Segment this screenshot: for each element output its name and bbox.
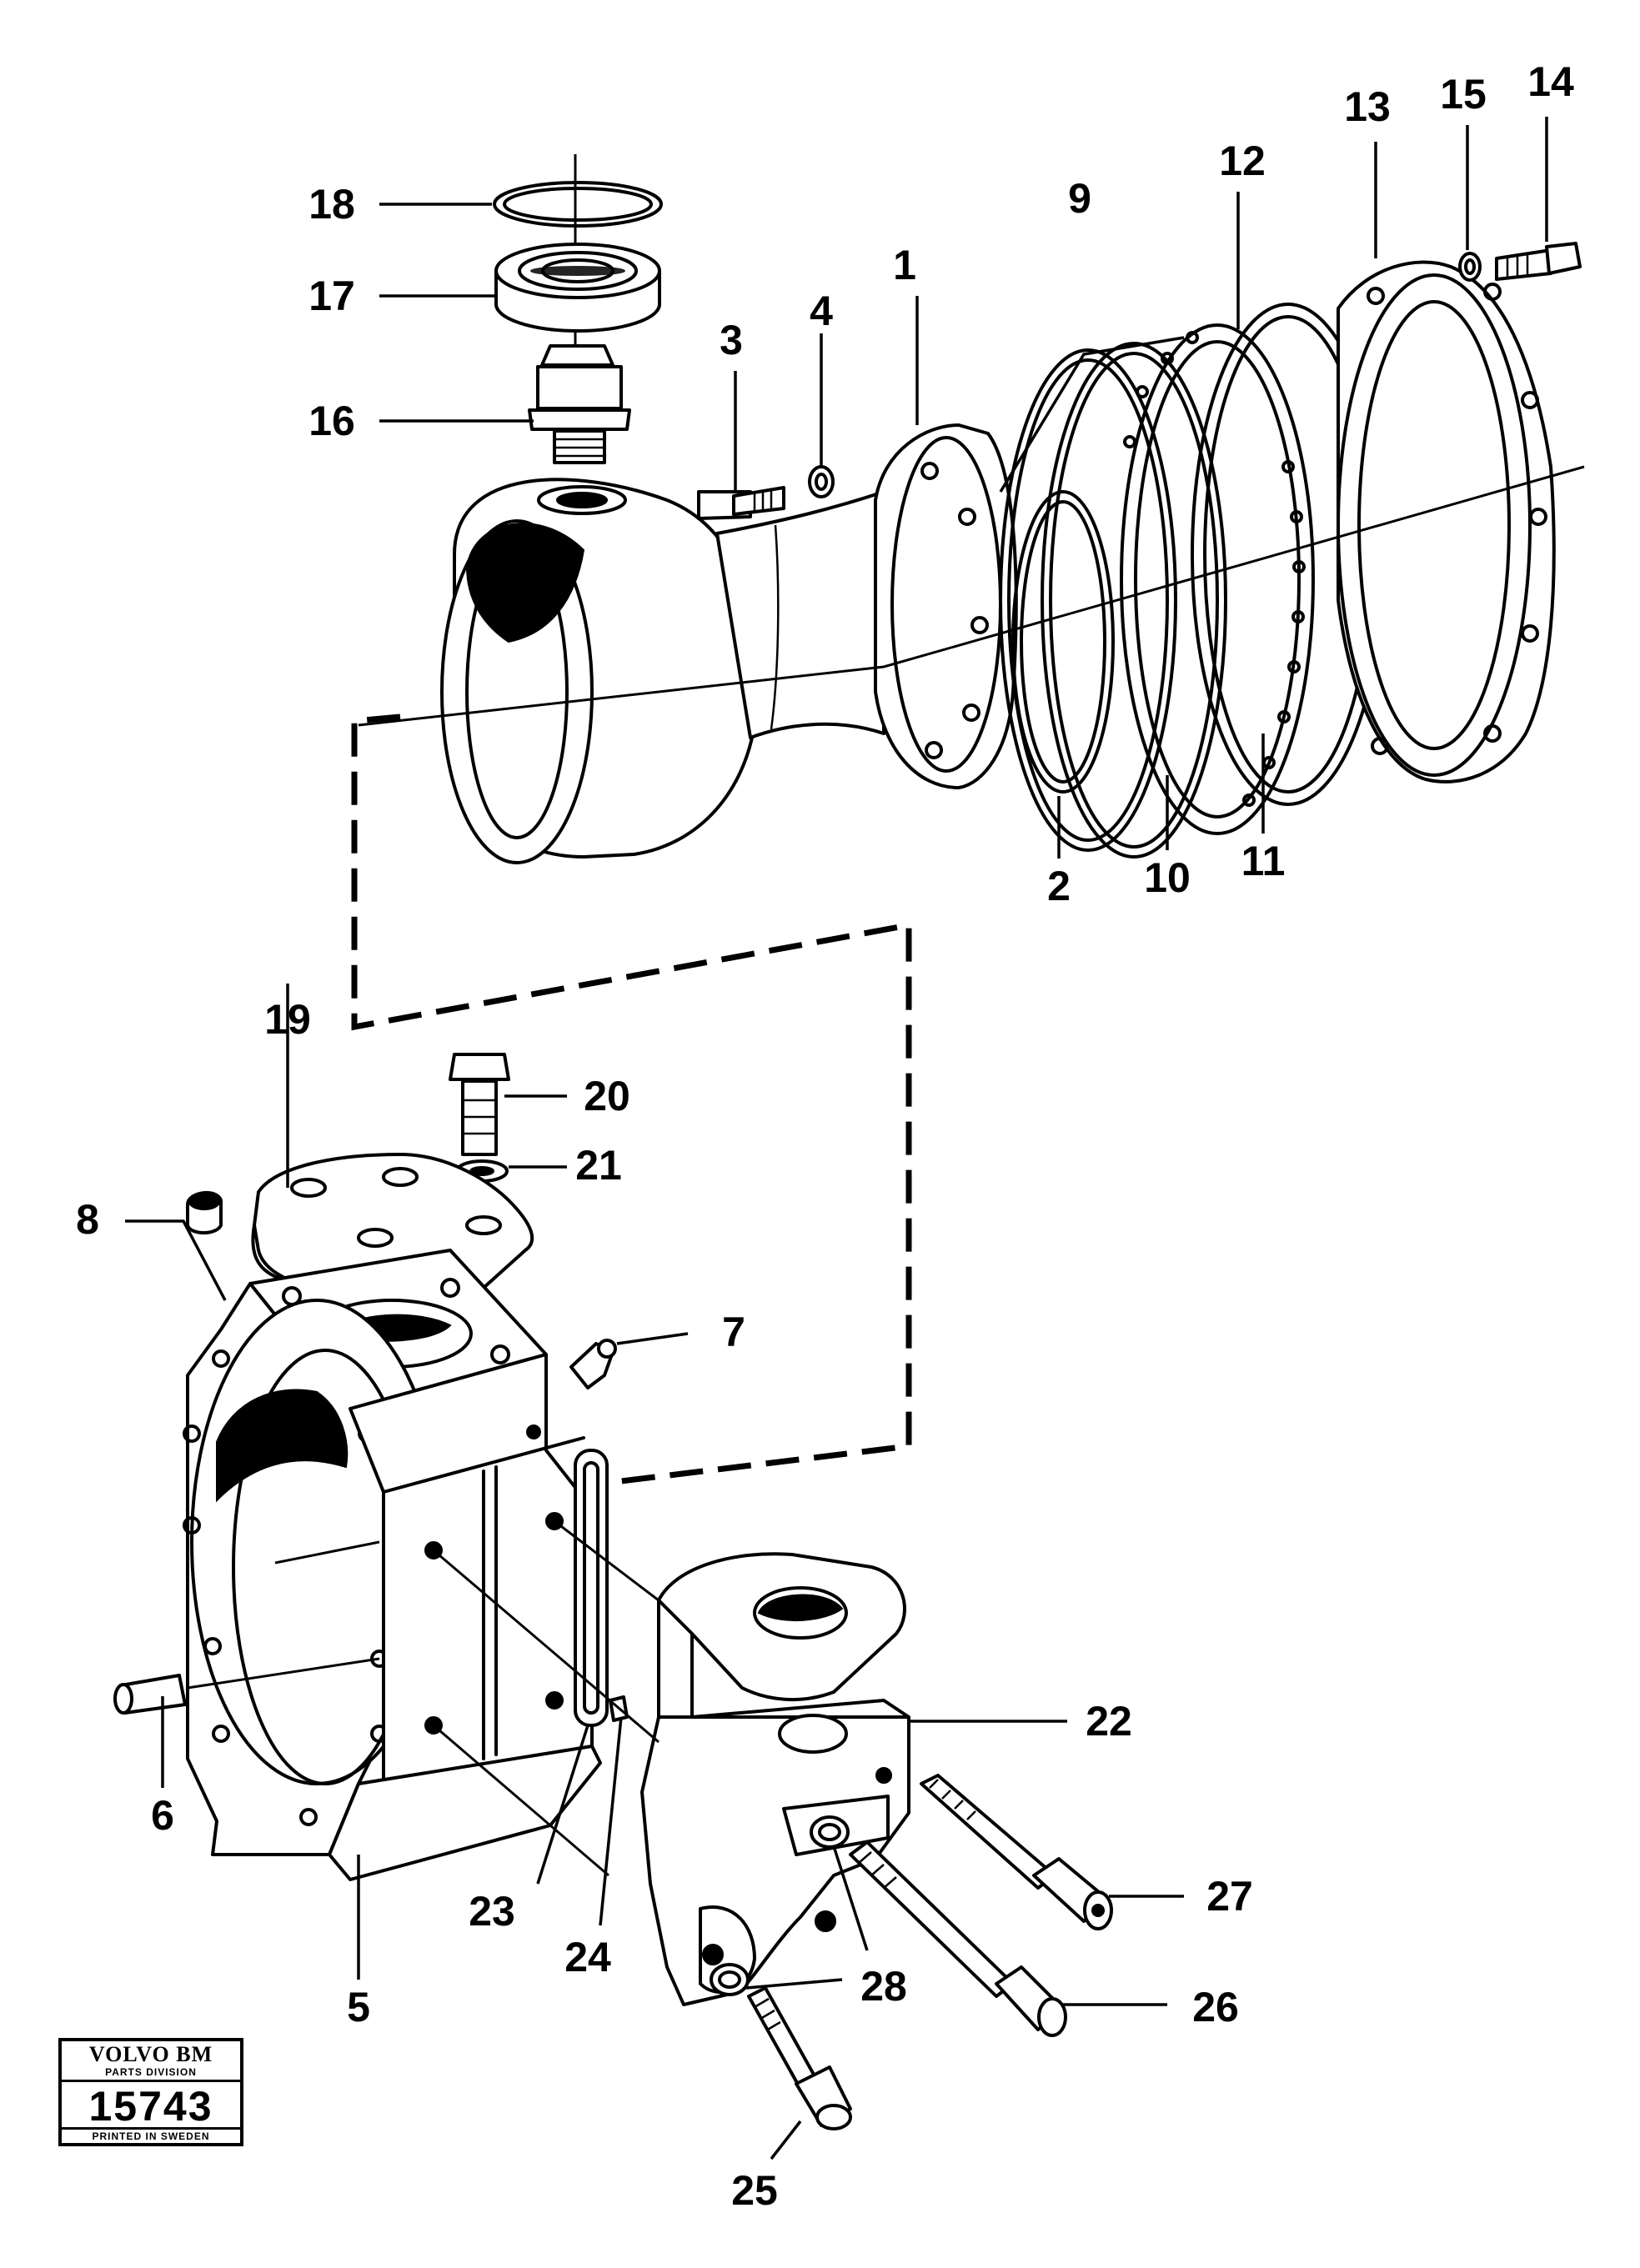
part-11-ball-ring — [1120, 323, 1315, 835]
callout-3: 3 — [720, 317, 743, 363]
pin-axis-line — [187, 1657, 380, 1690]
callout-21: 21 — [575, 1142, 622, 1189]
leader-28a — [832, 1845, 869, 1951]
hole-axis-line-2 — [554, 1520, 660, 1602]
callout-27: 27 — [1206, 1873, 1253, 1920]
callout-28-upper: 28 — [860, 1963, 907, 2010]
part-4-washer — [808, 465, 835, 498]
callout-4: 4 — [810, 288, 833, 334]
callout-25: 25 — [731, 2167, 778, 2214]
callout-22: 22 — [1086, 1698, 1132, 1745]
callout-18: 18 — [308, 181, 355, 228]
leader-8 — [125, 1219, 227, 1301]
callout-6: 6 — [151, 1792, 174, 1839]
callout-13: 13 — [1344, 83, 1391, 130]
callout-9: 9 — [1068, 175, 1091, 222]
stamp-brand: VOLVO BM — [88, 2042, 213, 2066]
callout-23: 23 — [469, 1888, 515, 1935]
callout-7: 7 — [722, 1309, 745, 1355]
bore-axis-line — [274, 1540, 380, 1565]
part-10-ring — [1041, 342, 1227, 859]
callout-17: 17 — [308, 273, 355, 319]
part-18-seal-ring — [493, 181, 663, 228]
part-16-breather-fitting — [528, 344, 631, 464]
callout-14: 14 — [1527, 58, 1574, 105]
leader-28b — [745, 1978, 843, 1990]
part-25-bolt — [747, 1986, 852, 2130]
stamp-printed-in: PRINTED IN SWEDEN — [62, 2127, 240, 2143]
part-27-socket-screw — [920, 1774, 1113, 1930]
part-28-washer-lower — [710, 1963, 750, 1996]
callout-16: 16 — [308, 398, 355, 444]
part-7-grease-nipple — [569, 1339, 617, 1389]
callout-26: 26 — [1192, 1984, 1239, 2030]
part-26-bolt — [849, 1840, 1067, 2037]
callout-5: 5 — [347, 1984, 370, 2030]
callout-20: 20 — [584, 1073, 630, 1119]
part-13-end-cover — [1337, 260, 1556, 784]
part-23-slotted-key — [574, 1449, 609, 1727]
callout-24: 24 — [564, 1934, 611, 1980]
leader-7 — [616, 1332, 689, 1345]
part-14-bolt — [1495, 242, 1582, 281]
part-2-seal-ring — [1011, 490, 1115, 794]
leader-lines — [125, 117, 1548, 2160]
leader-24 — [599, 1716, 623, 1926]
part-28-washer-upper — [810, 1815, 850, 1849]
part-3-bolt — [697, 486, 785, 520]
part-8-plug — [186, 1190, 223, 1234]
hole-axis-line-3 — [433, 1724, 609, 1877]
part-17-roller-bearing — [494, 243, 661, 333]
stamp-drawing-number: 15743 — [88, 2083, 213, 2130]
callout-10: 10 — [1144, 854, 1191, 901]
part-15-washer — [1458, 252, 1482, 282]
leader-9 — [999, 336, 1185, 493]
volvo-bm-parts-stamp: VOLVO BM PARTS DIVISION 15743 PRINTED IN… — [58, 2038, 243, 2146]
callout-1: 1 — [893, 242, 916, 288]
callout-labels: 1 2 3 4 5 6 7 8 9 10 11 12 13 14 15 16 1… — [76, 58, 1574, 2214]
part-20-bolt — [449, 1053, 510, 1156]
part-5-axle-bracket — [183, 1249, 602, 1881]
main-axis-line — [358, 465, 1585, 727]
callout-11: 11 — [1241, 838, 1286, 884]
hole-axis-line-1 — [433, 1549, 660, 1744]
stamp-division: PARTS DIVISION — [62, 2066, 240, 2082]
part-1-axle-housing — [440, 423, 1018, 864]
callout-2: 2 — [1047, 863, 1071, 909]
leader-25 — [770, 2120, 802, 2160]
part-6-pin — [113, 1674, 187, 1715]
part-22-steering-bracket — [640, 1552, 910, 2006]
callout-15: 15 — [1440, 71, 1487, 118]
callout-8: 8 — [76, 1196, 99, 1243]
callout-19: 19 — [264, 996, 311, 1043]
part-9-seal-ring — [999, 348, 1177, 852]
leader-23 — [536, 1725, 589, 1885]
assembly-connection-dashed-line — [351, 713, 912, 1487]
callout-12: 12 — [1219, 138, 1266, 184]
